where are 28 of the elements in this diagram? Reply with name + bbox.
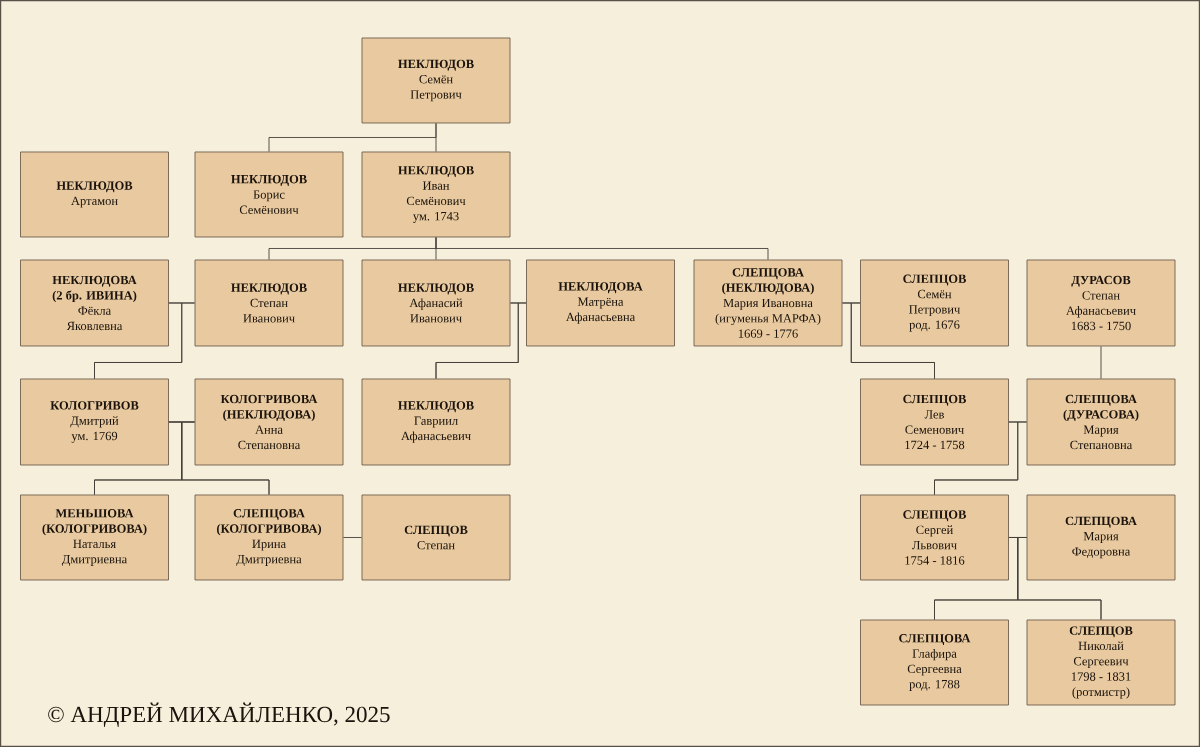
person-box: НЕКЛЮДОВ Гавриил Афанасьевич: [361, 378, 511, 466]
person-box: ДУРАСОВ Степан Афанасьевич 1683 - 1750: [1026, 259, 1176, 347]
person-box: КОЛОГРИВОВ Дмитрий ум. 1769: [20, 378, 169, 466]
person-box: НЕКЛЮДОВ Степан Иванович: [194, 259, 344, 347]
person-box: СЛЕПЦОВ Сергей Львович 1754 - 1816: [860, 494, 1009, 581]
person-box: НЕКЛЮДОВ Артамон: [20, 151, 169, 238]
person-box: СЛЕПЦОВА (КОЛОГРИВОВА) Ирина Дмитриевна: [194, 494, 344, 581]
person-box: НЕКЛЮДОВ Борис Семёнович: [194, 151, 344, 238]
person-box: НЕКЛЮДОВА (2 бр. ИВИНА) Фёкла Яковлевна: [20, 259, 169, 347]
person-box: СЛЕПЦОВ Степан: [361, 494, 511, 581]
person-box: НЕКЛЮДОВ Афанасий Иванович: [361, 259, 511, 347]
person-box: МЕНЬШОВА (КОЛОГРИВОВА) Наталья Дмитриевна: [20, 494, 169, 581]
connector-line: [435, 237, 769, 260]
person-box: СЛЕПЦОВ Николай Сергеевич 1798 - 1831 (ротмистр): [1026, 619, 1176, 706]
person-box: СЛЕПЦОВА (ДУРАСОВА) Мария Степановна: [1026, 378, 1176, 466]
person-box: СЛЕПЦОВ Семён Петрович род. 1676: [860, 259, 1009, 347]
connector-line: [343, 537, 362, 538]
person-box: НЕКЛЮДОВ Иван Семёнович ум. 1743: [361, 151, 511, 238]
person-box: СЛЕПЦОВА Мария Федоровна: [1026, 494, 1176, 581]
connector-line: [435, 123, 437, 152]
person-box: СЛЕПЦОВА Глафира Сергеевна род. 1788: [860, 619, 1009, 706]
connector-line: [1100, 346, 1102, 379]
person-box: НЕКЛЮДОВА Матрёна Афанасьевна: [526, 259, 675, 347]
person-box: СЛЕПЦОВ Лев Семенович 1724 - 1758: [860, 378, 1009, 466]
copyright-text: © АНДРЕЙ МИХАЙЛЕНКО, 2025: [48, 702, 390, 727]
person-box: КОЛОГРИВОВА (НЕКЛЮДОВА) Анна Степановна: [194, 378, 344, 466]
person-box: СЛЕПЦОВА (НЕКЛЮДОВА) Мария Ивановна (игуменья МАРФА) 1669 - 1776: [693, 259, 843, 347]
person-box: НЕКЛЮДОВ Семён Петрович: [361, 37, 511, 124]
